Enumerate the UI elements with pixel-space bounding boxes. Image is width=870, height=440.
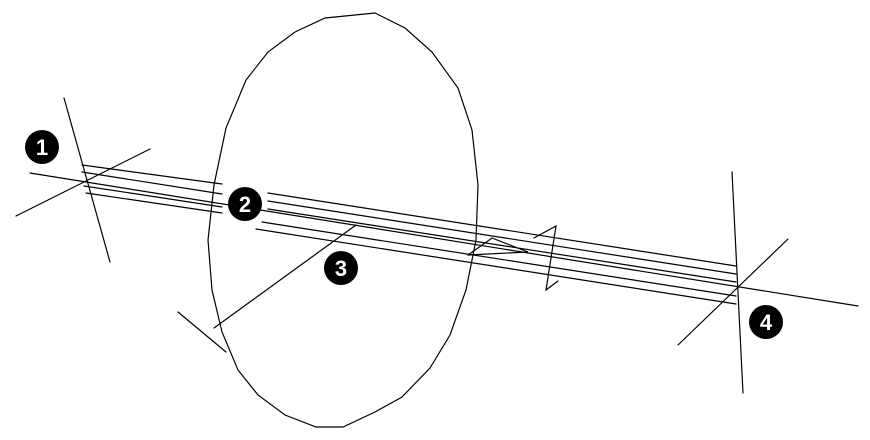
marker-4-label: 4 — [760, 310, 773, 335]
marker-2-label: 2 — [239, 192, 251, 217]
marker-3: 3 — [324, 251, 358, 285]
marker-4: 4 — [749, 305, 783, 339]
right-diagonal-line — [677, 238, 789, 346]
parallel-line — [267, 200, 737, 275]
triangle-shape — [467, 237, 529, 256]
marker-1-label: 1 — [36, 135, 48, 160]
parallel-line — [81, 164, 223, 185]
short-tick-line — [177, 311, 227, 353]
right-crosshair — [677, 171, 789, 394]
marker-2: 2 — [228, 187, 262, 221]
parallel-line — [261, 221, 737, 297]
parallel-line — [85, 192, 223, 214]
parallel-line — [267, 192, 737, 267]
zigzag-shape — [533, 224, 559, 292]
marker-3-circle — [324, 251, 358, 285]
left-diagonal-line — [15, 148, 151, 217]
parallel-line — [255, 228, 737, 305]
parallel-line — [267, 208, 737, 283]
left-crosshair — [15, 97, 151, 263]
ellipse-outline — [207, 12, 479, 428]
parallel-lines-right — [255, 192, 737, 305]
diagonal-line — [213, 224, 357, 329]
marker-1-circle — [25, 130, 59, 164]
marker-2-circle — [228, 187, 262, 221]
main-axis-line — [29, 172, 859, 307]
parallel-line — [81, 171, 223, 195]
right-tick-line — [731, 171, 744, 394]
marker-3-label: 3 — [335, 256, 347, 281]
marker-1: 1 — [25, 130, 59, 164]
marker-4-circle — [749, 305, 783, 339]
parallel-lines-left — [81, 164, 223, 214]
parallel-line — [83, 185, 223, 208]
